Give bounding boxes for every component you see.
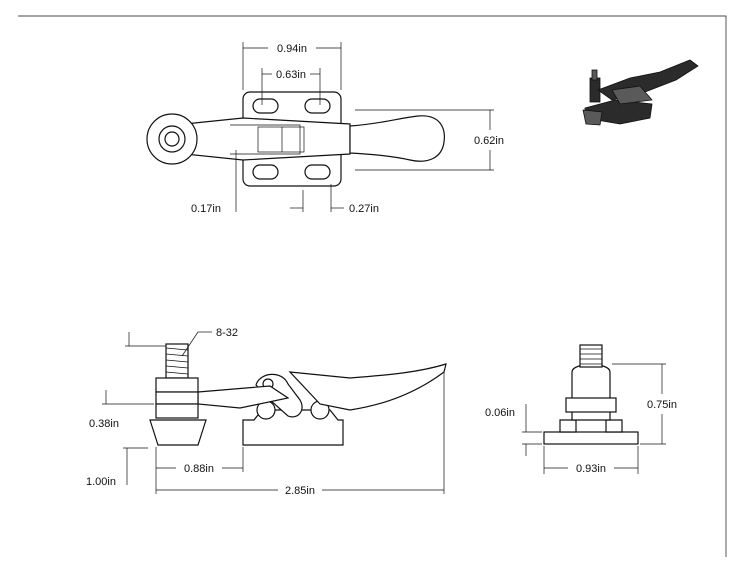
front-pad-right bbox=[605, 419, 623, 433]
front-pad-left bbox=[559, 419, 577, 433]
dim-front-height: 0.75in bbox=[647, 399, 677, 411]
render-body bbox=[611, 85, 653, 105]
side-view: 8-32 0.38in 1.00in 0.88in 2.85in bbox=[86, 327, 447, 497]
dim-side-thread: 8-32 bbox=[216, 327, 238, 339]
side-nut-3 bbox=[155, 403, 199, 419]
side-pad bbox=[149, 419, 207, 446]
top-slot-2 bbox=[304, 98, 331, 114]
front-view: 0.06in 0.75in 0.93in bbox=[485, 344, 677, 475]
dim-top-overall-width: 0.94in bbox=[277, 43, 307, 55]
isometric-render bbox=[582, 59, 699, 126]
sheet-border bbox=[18, 15, 727, 557]
top-slot-1 bbox=[252, 98, 279, 114]
top-slot-3 bbox=[252, 164, 279, 180]
top-slot-4 bbox=[304, 164, 331, 180]
dim-top-handle-height: 0.62in bbox=[474, 135, 504, 147]
front-thread-lines bbox=[580, 348, 602, 365]
dim-side-spindle-offset: 0.88in bbox=[184, 463, 214, 475]
dim-top-hole-spacing: 0.63in bbox=[276, 69, 306, 81]
dim-front-base-width: 0.93in bbox=[576, 463, 606, 475]
dim-top-slot-offset: 0.27in bbox=[349, 203, 379, 215]
top-pivot-block bbox=[257, 126, 305, 153]
side-nut-2 bbox=[155, 391, 199, 405]
dim-top-slot-width: 0.17in bbox=[191, 203, 221, 215]
render-thread bbox=[591, 69, 598, 81]
top-handle bbox=[349, 115, 445, 162]
side-thread-lines bbox=[165, 347, 189, 375]
dim-side-spindle-height: 0.38in bbox=[89, 418, 119, 430]
dim-side-overall-length: 2.85in bbox=[285, 485, 315, 497]
front-pivot bbox=[565, 397, 617, 413]
dim-front-base-thickness: 0.06in bbox=[485, 407, 515, 419]
side-nut-1 bbox=[155, 377, 199, 393]
top-view: 0.94in 0.63in 0.62in 0.17in 0.27in bbox=[146, 42, 504, 215]
top-spindle-thread bbox=[164, 131, 180, 147]
front-base bbox=[543, 431, 639, 445]
dim-side-base-height: 1.00in bbox=[86, 476, 116, 488]
leader-line bbox=[181, 331, 199, 357]
top-arm-detail bbox=[230, 124, 301, 155]
front-thread bbox=[579, 344, 603, 368]
render-handle bbox=[597, 59, 699, 101]
render-pad bbox=[582, 109, 603, 126]
